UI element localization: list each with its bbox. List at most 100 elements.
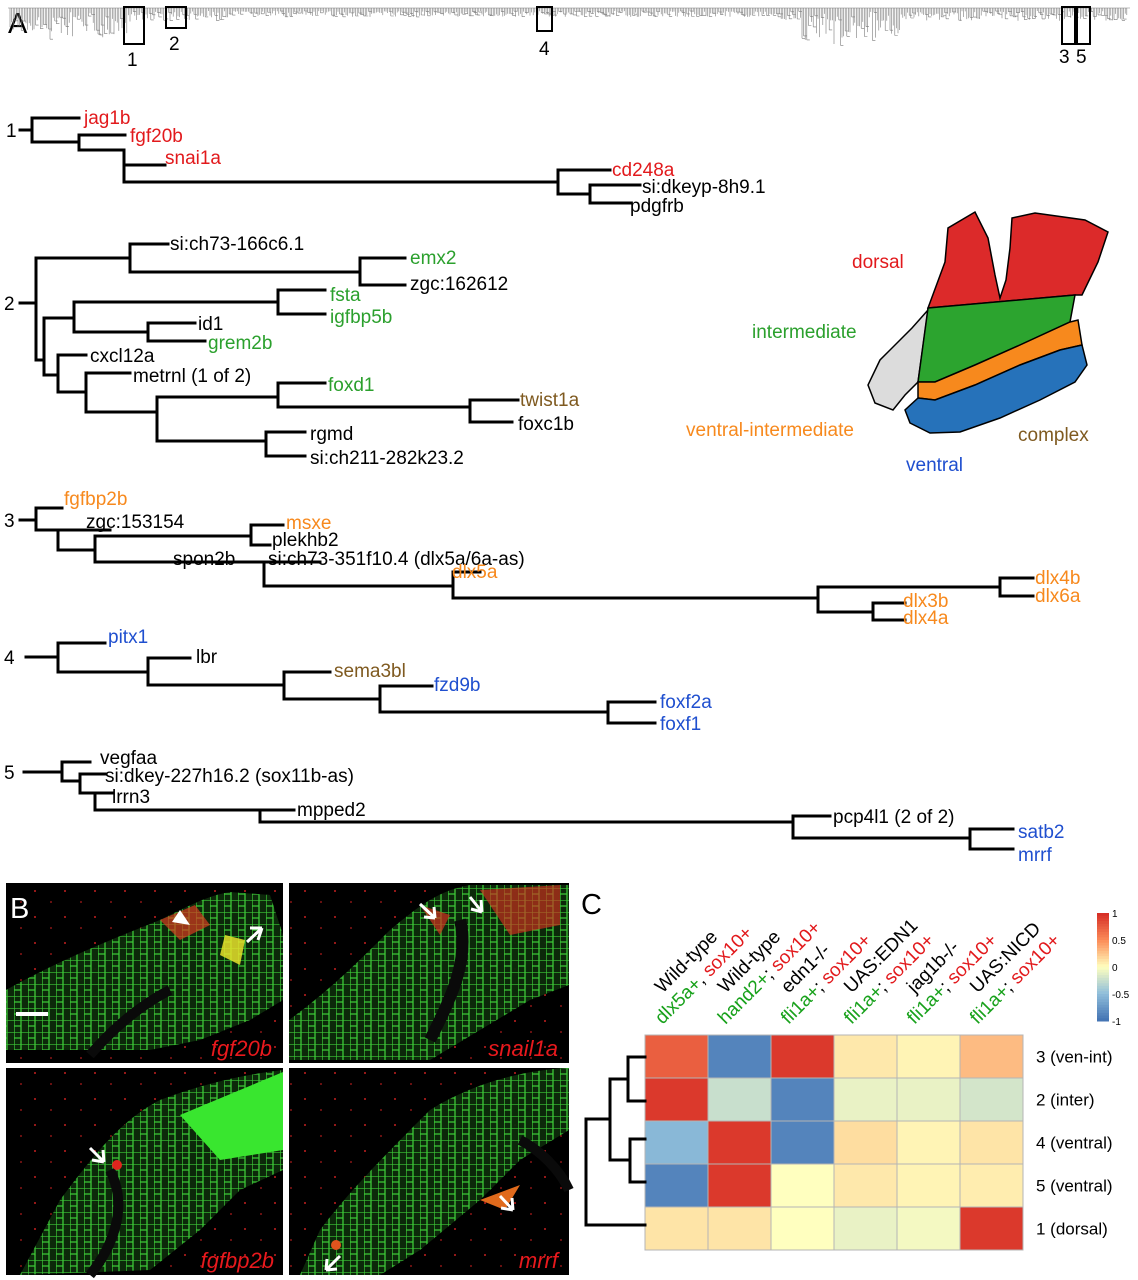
legend-labels: dorsal intermediate ventral-intermediate…	[686, 252, 1089, 476]
gene-label: satb2	[1018, 822, 1064, 843]
colorbar-segment	[1097, 1018, 1109, 1022]
colorbar-segment	[1097, 940, 1109, 944]
colorbar-segment	[1097, 999, 1109, 1003]
legend-dorsal: dorsal	[852, 252, 904, 273]
subtree-2-branches	[18, 242, 520, 458]
heatmap-cell	[959, 1163, 1024, 1208]
colorbar-segment	[1097, 956, 1109, 960]
colorbar-segment	[1097, 950, 1109, 954]
gene-label: si:ch73-351f10.4 (dlx5a/6a-as)	[268, 549, 525, 570]
gene-label: foxf2a	[660, 692, 712, 713]
heatmap-cell	[644, 1163, 709, 1208]
micrograph-snail1a: snail1a	[289, 883, 569, 1063]
colorbar-segment	[1097, 964, 1109, 968]
colorbar-segment	[1097, 996, 1109, 1000]
colorbar-segment	[1097, 934, 1109, 938]
heatmap-cell	[707, 1206, 772, 1251]
jaw-region-gray	[867, 307, 930, 411]
heatmap-row-dendrogram	[584, 1055, 647, 1227]
legend-complex: complex	[1018, 425, 1089, 446]
overview-label-3: 3	[1059, 47, 1070, 68]
heatmap-cell	[770, 1077, 835, 1122]
gene-label: si:ch211-282k23.2	[310, 448, 464, 469]
colorbar-segment	[1097, 913, 1109, 917]
gene-label: metrnl (1 of 2)	[133, 366, 251, 387]
gene-label: cxcl12a	[90, 346, 155, 367]
heatmap-cell	[833, 1206, 898, 1251]
arrow-icon	[468, 896, 484, 914]
heatmap-cell	[707, 1034, 772, 1079]
subtree-4-number: 4	[4, 648, 15, 669]
colorbar-segment	[1097, 1010, 1109, 1014]
heatmap-cell	[707, 1120, 772, 1165]
gene-label: pdgfrb	[630, 196, 684, 217]
colorbar-tick: 1	[1112, 909, 1118, 920]
jaw-diagram	[867, 210, 1109, 434]
overview-box-4	[536, 6, 553, 32]
heatmap-row-labels: 3 (ven-int)2 (inter)4 (ventral)5 (ventra…	[1036, 1048, 1113, 1239]
image-label-fgfbp2b: fgfbp2b	[201, 1248, 274, 1273]
heatmap-cell	[959, 1206, 1024, 1251]
colorbar-segment	[1097, 937, 1109, 941]
gene-label: fsta	[330, 285, 361, 306]
subtree-1-number: 1	[6, 121, 17, 142]
panel-label-b: B	[10, 893, 29, 925]
gene-label: dlx4a	[903, 608, 949, 629]
colorbar-segment	[1097, 931, 1109, 936]
colorbar-segment	[1097, 1007, 1109, 1011]
colorbar-segment	[1097, 972, 1109, 976]
gene-label: emx2	[410, 248, 456, 269]
colorbar-segment	[1097, 967, 1109, 971]
gene-label: dlx5a	[452, 562, 498, 583]
gene-label: fgfbp2b	[64, 489, 127, 510]
subtree-3-labels: fgfbp2b zgc:153154 msxe plekhb2 spon2b s…	[64, 489, 1081, 629]
heatmap-cell	[770, 1206, 835, 1251]
overview-label-5: 5	[1076, 47, 1087, 68]
heatmap-row-label: 5 (ventral)	[1036, 1177, 1113, 1196]
colorbar-segment	[1097, 1002, 1109, 1006]
colorbar-tick: -0.5	[1112, 990, 1130, 1001]
heatmap-cell	[896, 1034, 961, 1079]
legend-ventral-intermediate: ventral-intermediate	[686, 420, 854, 441]
gene-label: lbr	[196, 647, 218, 668]
gene-label: cd248a	[612, 160, 675, 181]
overview-label-2: 2	[169, 34, 180, 55]
gene-label: si:ch73-166c6.1	[170, 234, 304, 255]
overview-dendrogram	[8, 7, 1130, 46]
heatmap-row-label: 4 (ventral)	[1036, 1134, 1113, 1153]
micrograph-mrrf: mrrf	[289, 1068, 574, 1275]
colorbar-segment	[1097, 915, 1109, 919]
gene-label: plekhb2	[272, 530, 339, 551]
colorbar-segment	[1097, 926, 1109, 930]
arrowhead-icon	[172, 910, 190, 925]
panel-b-images: fgf20b snail1a fgfbp2b	[6, 883, 574, 1279]
heatmap-row-label: 3 (ven-int)	[1036, 1048, 1113, 1067]
gene-label: mrrf	[1018, 845, 1052, 866]
colorbar-tick: 0.5	[1112, 936, 1126, 947]
subtree-4-branches	[24, 641, 657, 725]
gene-label: foxf1	[660, 714, 701, 735]
scale-bar	[16, 1012, 48, 1016]
micrograph-fgf20b: fgf20b	[6, 883, 283, 1063]
arrow-icon	[245, 926, 264, 944]
overview-box-2	[165, 6, 187, 29]
arrow-icon	[324, 1254, 342, 1272]
gene-label: si:dkeyp-8h9.1	[642, 177, 766, 198]
arrow-icon	[88, 1146, 106, 1164]
subtree-1-branches	[18, 116, 642, 205]
heatmap-cell	[959, 1034, 1024, 1079]
heatmap-cell	[833, 1163, 898, 1208]
colorbar-segment	[1097, 1015, 1109, 1019]
colorbar-segment	[1097, 969, 1109, 973]
overview-box-labels: 1 2 4 3 5	[127, 34, 1087, 71]
gene-label: mpped2	[297, 800, 366, 821]
gene-label: si:dkey-227h16.2 (sox11b-as)	[105, 766, 354, 787]
gene-label: fgf20b	[130, 126, 183, 147]
heatmap-cell	[896, 1163, 961, 1208]
subtree-3-number: 3	[4, 511, 15, 532]
heatmap-cell	[644, 1034, 709, 1079]
overview-boxes	[123, 6, 1091, 45]
colorbar-segment	[1097, 1004, 1109, 1008]
